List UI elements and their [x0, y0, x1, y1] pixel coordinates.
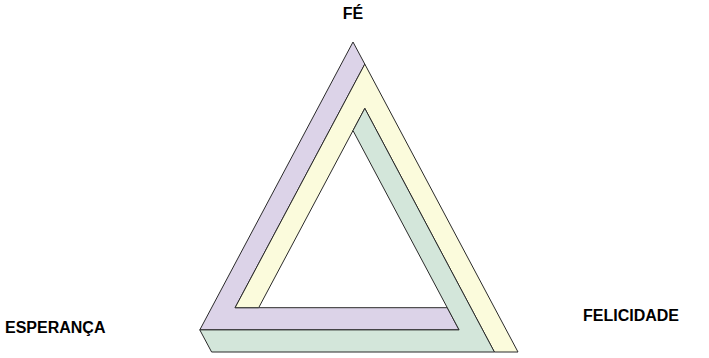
corner-label: FÉ: [343, 4, 363, 23]
corner-label: FELICIDADE: [583, 306, 679, 325]
corner-label: ESPERANÇA: [5, 318, 105, 337]
yellow-face: [235, 64, 518, 352]
green-face: [200, 108, 495, 352]
